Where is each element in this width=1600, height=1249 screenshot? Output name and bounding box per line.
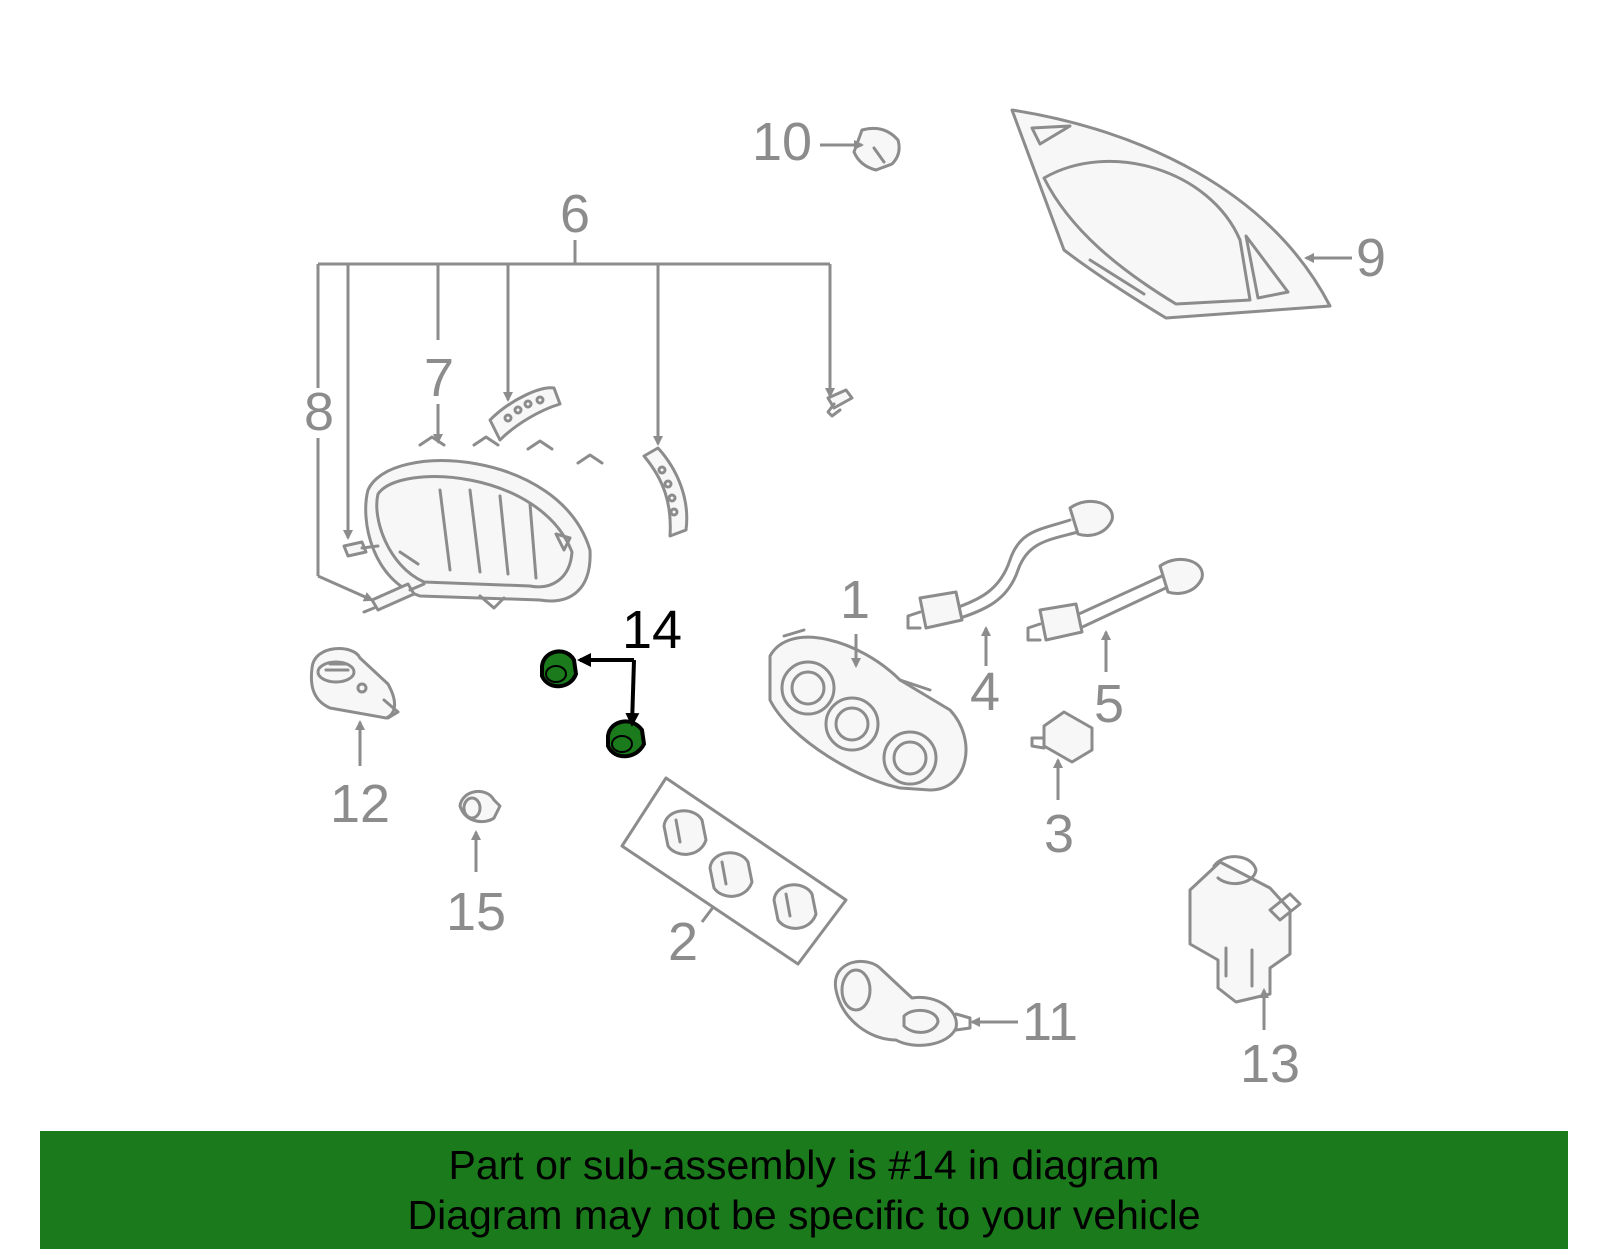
part-1-control-panel [768,628,968,792]
part-2-knob-set [620,776,848,966]
part-14-bulb-lower [606,719,647,759]
part-15-clip [458,790,502,824]
part-9-cluster-bezel [1010,108,1332,320]
part-7-instrument-cluster [364,435,604,610]
banner-line-1: Part or sub-assembly is #14 in diagram [448,1142,1160,1188]
part-6-screw-right [826,388,854,418]
part-4-control-cable [906,499,1114,630]
part-6-screw-left [342,540,380,558]
callout-3: 3 [1044,804,1074,864]
part-8-bulb-socket [362,582,426,614]
part-12-switch [309,647,400,720]
callout-14: 14 [622,600,682,660]
callout-10: 10 [752,112,812,172]
callout-8: 8 [304,382,334,442]
leader-14 [577,653,640,727]
part-5-control-cable [1026,557,1204,642]
callout-5: 5 [1094,674,1124,734]
callout-15: 15 [446,882,506,942]
part-14-bulb-upper [540,649,579,689]
callout-7: 7 [424,348,454,408]
info-banner: Part or sub-assembly is #14 in diagram D… [40,1131,1568,1249]
callout-4: 4 [970,662,1000,722]
leader-2 [700,905,716,923]
callout-2: 2 [668,912,698,972]
bracket-6 [316,240,835,602]
banner-line-2: Diagram may not be specific to your vehi… [407,1192,1201,1238]
callout-13: 13 [1240,1034,1300,1094]
part-6-light-strip-lower [642,446,689,538]
part-3-sensor [1030,710,1094,764]
part-10-grommet [852,126,901,172]
callout-6: 6 [560,184,590,244]
callout-9: 9 [1356,228,1386,288]
part-6-light-strip-upper [488,386,562,442]
part-11-air-vent [833,959,972,1047]
callout-11: 11 [1022,992,1078,1052]
callout-1: 1 [840,570,870,630]
callout-12: 12 [330,774,390,834]
part-13-switch-module [1188,855,1302,1004]
